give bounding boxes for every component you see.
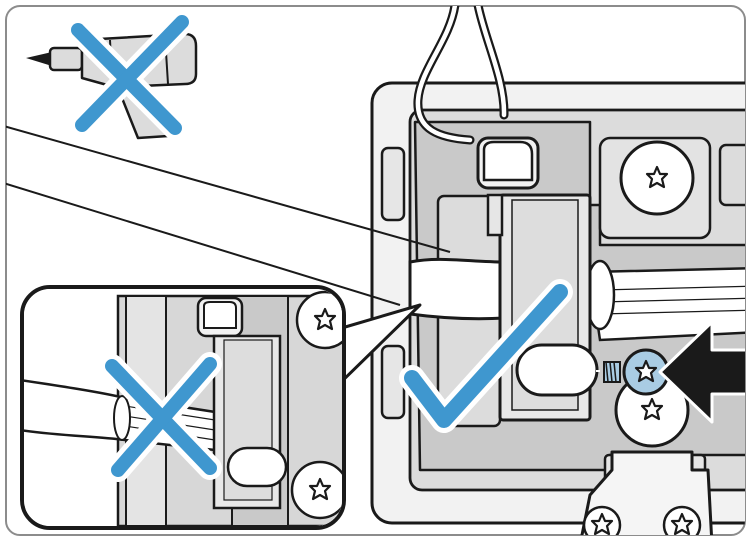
torx-screw-icon — [603, 348, 670, 396]
inset-callout — [20, 285, 422, 530]
mounting-strap — [408, 257, 507, 321]
cable-bundle — [584, 259, 745, 342]
arrow-left-icon — [658, 320, 745, 424]
x-mark-icon — [100, 352, 222, 482]
callout-lines — [6, 124, 451, 306]
bottom-bracket — [578, 450, 714, 535]
housing-screw-top — [619, 140, 695, 216]
x-mark-icon — [66, 10, 194, 140]
supply-cable — [413, 6, 509, 145]
